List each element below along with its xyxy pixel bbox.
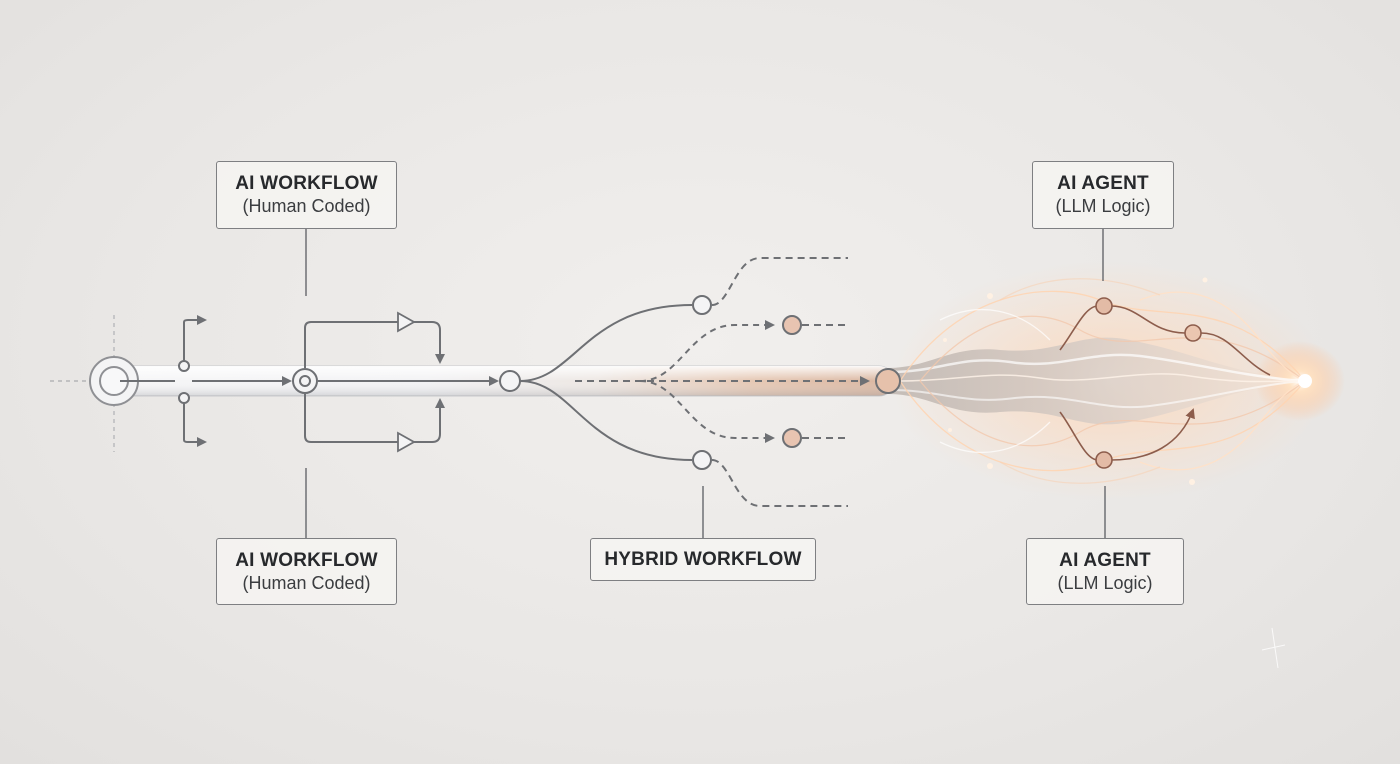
label-title: AI AGENT [1059,549,1151,571]
sparkle-icon [1261,627,1286,669]
label-subtitle: (LLM Logic) [1055,196,1151,216]
label-title: AI AGENT [1057,173,1149,194]
agent-entry-node [875,368,901,394]
agent-node-top [1095,297,1113,315]
agent-sparkles [943,277,1208,485]
guide-lines [50,315,115,452]
label-title: AI WORKFLOW [235,173,378,194]
label-ai-agent-top: AI AGENT (LLM Logic) [1032,161,1174,229]
label-hybrid-workflow: HYBRID WORKFLOW [590,538,816,581]
hybrid-node-bottom [692,450,712,470]
split-node-top [178,360,190,372]
label-subtitle: (Human Coded) [242,196,371,216]
hybrid-node-mid-bottom [782,428,802,448]
label-title: HYBRID WORKFLOW [604,549,802,570]
label-subtitle: (Human Coded) [242,572,371,593]
workflow-node [292,368,318,394]
hybrid-node-mid-top [782,315,802,335]
agent-output-tip [1298,374,1312,388]
label-title: AI WORKFLOW [235,549,378,571]
triangle-markers [397,311,416,453]
agent-filaments [899,278,1306,484]
workflow-loops [304,321,499,443]
label-connectors [305,229,1106,538]
label-subtitle: (LLM Logic) [1057,572,1153,593]
label-ai-agent-bottom: AI AGENT (LLM Logic) [1026,538,1184,605]
label-ai-workflow-bottom: AI WORKFLOW (Human Coded) [216,538,397,605]
hybrid-entry-node [499,370,521,392]
label-ai-workflow-top: AI WORKFLOW (Human Coded) [216,161,397,229]
agent-decision-paths [1059,305,1271,461]
split-node-bottom [178,392,190,404]
agent-node-right [1184,324,1202,342]
agent-node-bottom [1095,451,1113,469]
hybrid-branches [519,257,870,507]
hybrid-node-top [692,295,712,315]
agent-bundle [888,337,1305,425]
split-branches [120,315,292,447]
